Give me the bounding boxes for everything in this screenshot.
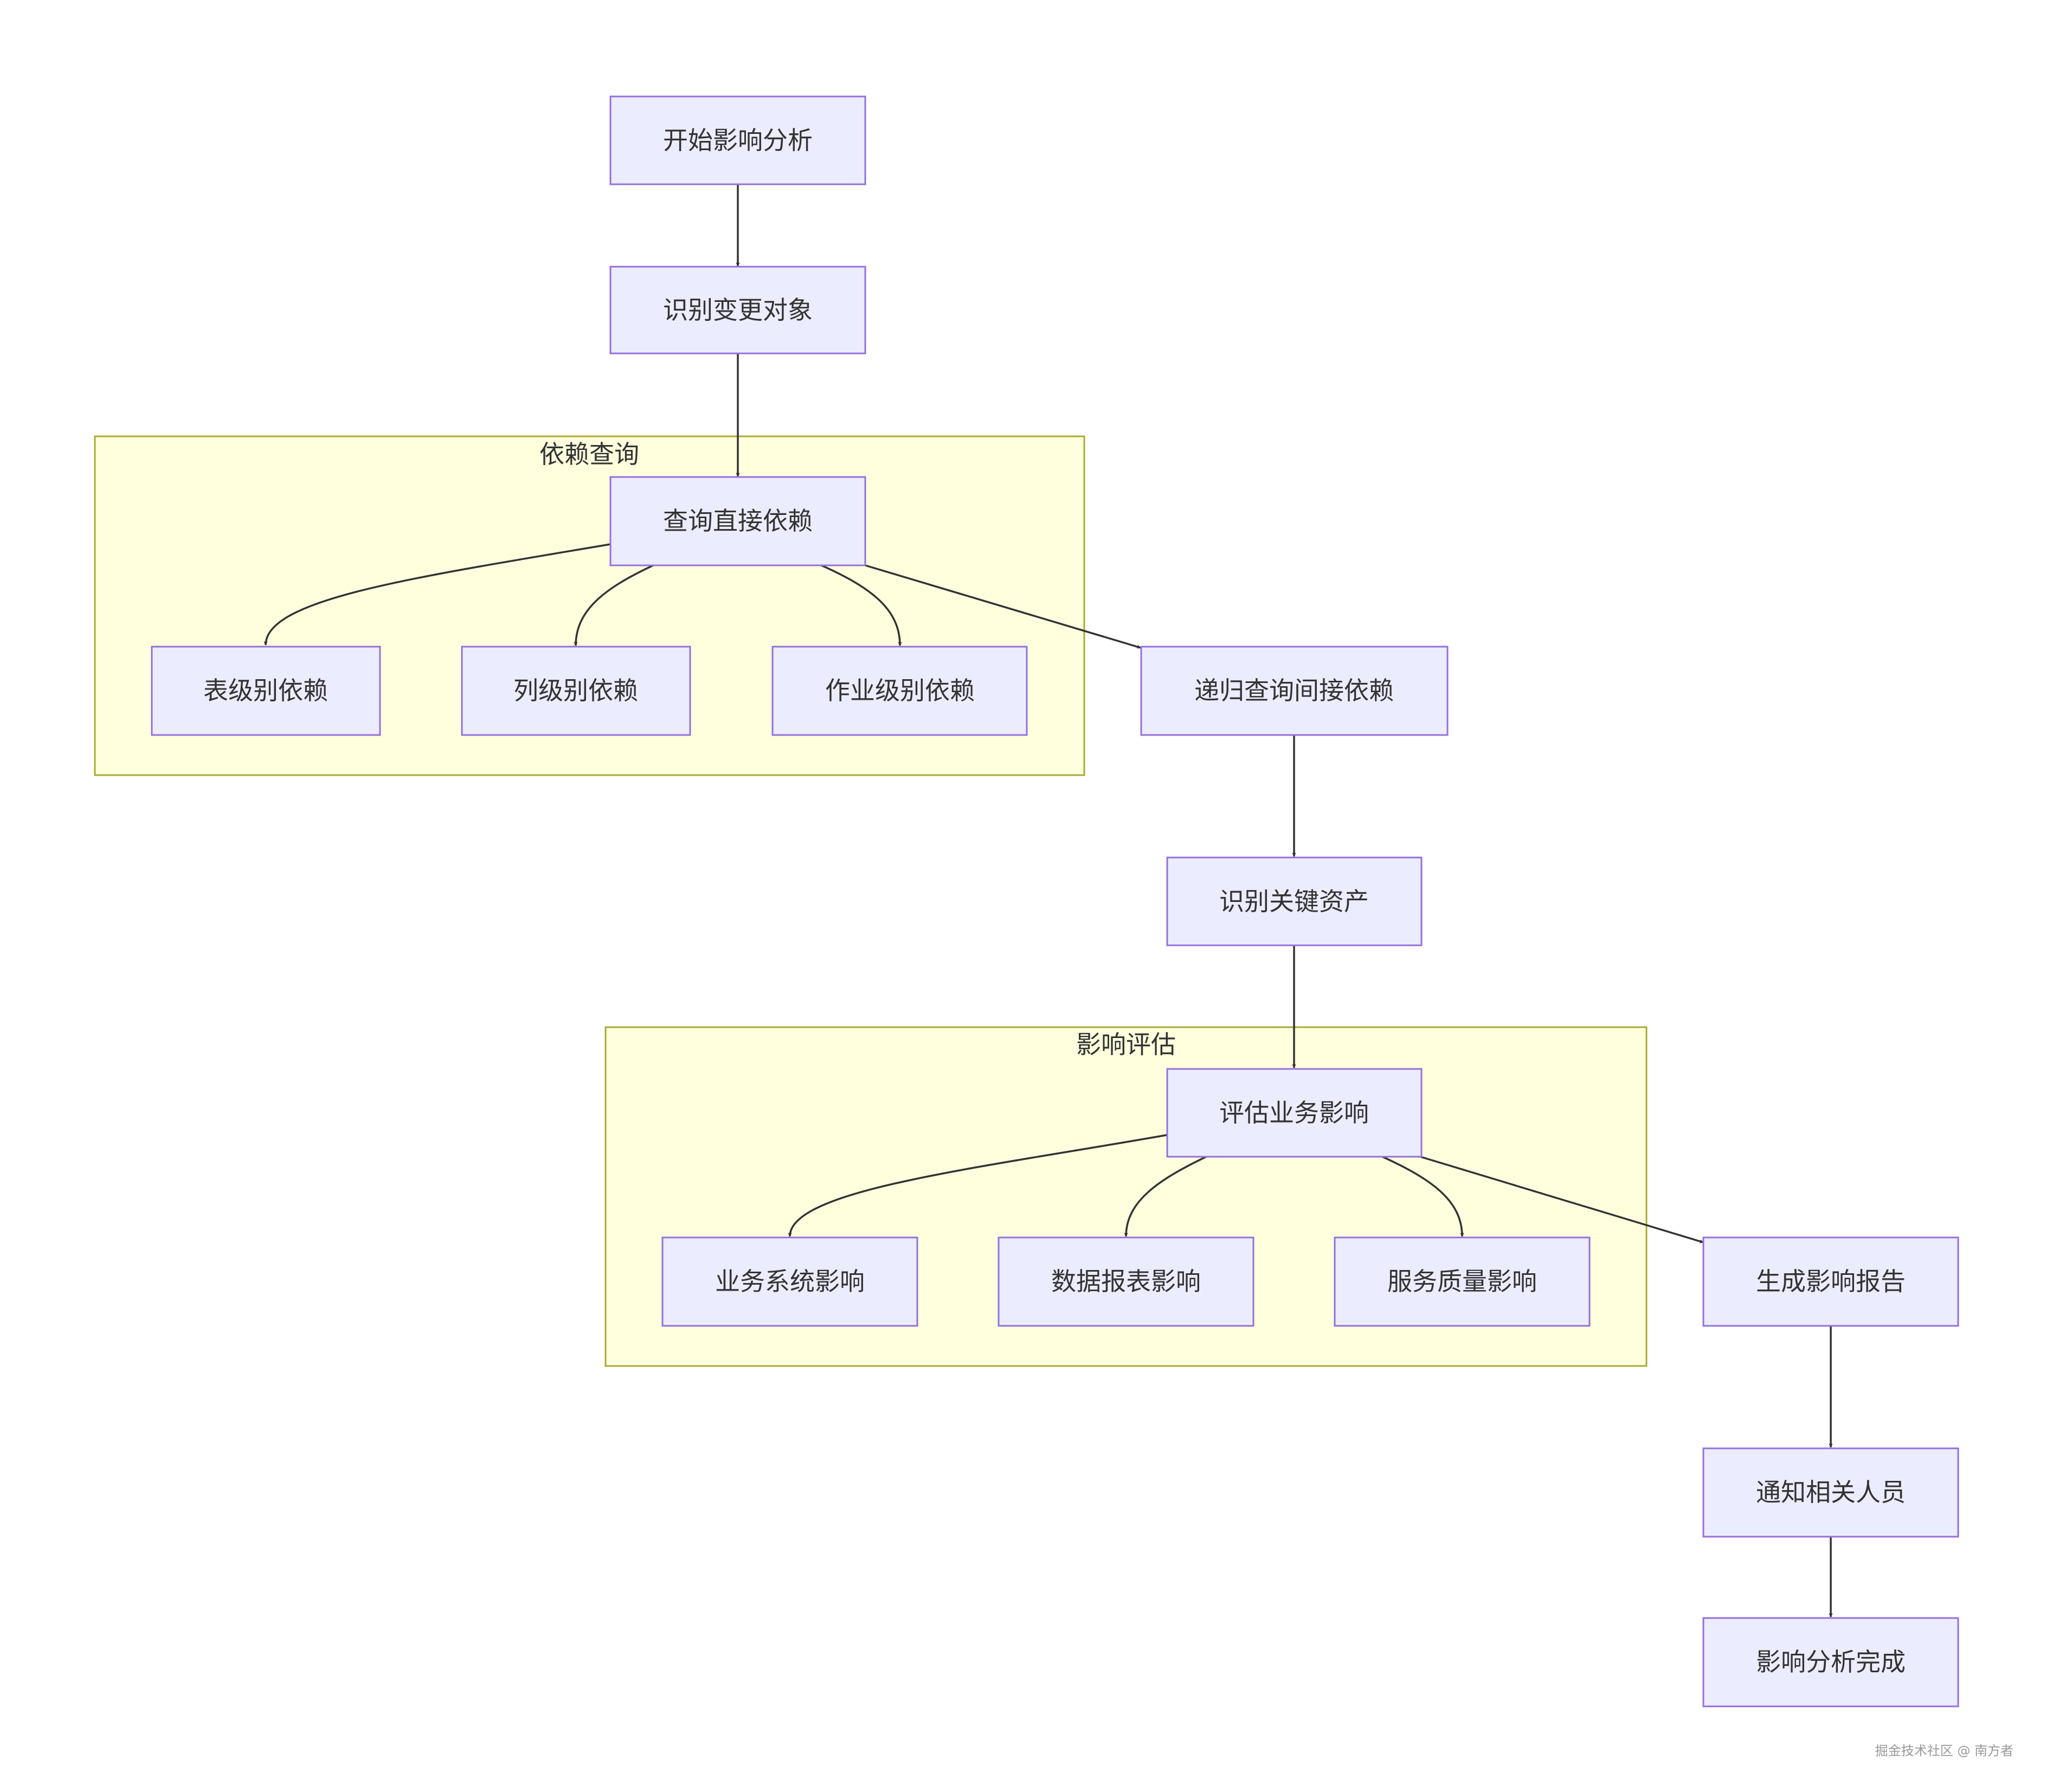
node-label-query-direct: 查询直接依赖 xyxy=(663,506,813,536)
node-label-identify-change: 识别变更对象 xyxy=(663,295,813,325)
node-label-service-quality: 服务质量影响 xyxy=(1387,1267,1537,1296)
node-job-level: 作业级别依赖 xyxy=(771,646,1028,736)
node-label-table-level: 表级别依赖 xyxy=(203,676,328,705)
edge-assess-business-to-service-quality xyxy=(1382,1156,1464,1237)
node-table-level: 表级别依赖 xyxy=(151,646,381,736)
edge-query-direct-to-column-level xyxy=(574,564,654,646)
node-identify-change: 识别变更对象 xyxy=(609,266,866,354)
node-generate-report: 生成影响报告 xyxy=(1702,1236,1959,1327)
node-label-generate-report: 生成影响报告 xyxy=(1756,1267,1906,1296)
node-recursive-indirect: 递归查询间接依赖 xyxy=(1140,646,1449,736)
edge-query-direct-to-recursive xyxy=(865,564,1141,649)
node-label-notify-people: 通知相关人员 xyxy=(1756,1478,1906,1507)
edges xyxy=(263,184,1833,1617)
node-column-level: 列级别依赖 xyxy=(461,646,691,736)
edge-query-direct-to-job-level xyxy=(821,564,902,646)
edge-assess-business-to-data-report xyxy=(1124,1156,1207,1237)
node-label-identify-assets: 识别关键资产 xyxy=(1219,887,1369,916)
node-label-assess-business: 评估业务影响 xyxy=(1219,1098,1369,1127)
node-label-data-report: 数据报表影响 xyxy=(1051,1267,1201,1296)
edge-assess-business-to-business-system xyxy=(788,1134,1167,1237)
node-label-business-system: 业务系统影响 xyxy=(715,1267,865,1296)
node-label-start: 开始影响分析 xyxy=(663,126,813,155)
node-service-quality: 服务质量影响 xyxy=(1334,1236,1591,1327)
node-complete: 影响分析完成 xyxy=(1702,1617,1959,1707)
edge-assess-business-to-generate-report xyxy=(1420,1156,1704,1243)
cluster-label-dependency-query: 依赖查询 xyxy=(539,440,639,469)
node-label-column-level: 列级别依赖 xyxy=(513,676,638,705)
node-notify-people: 通知相关人员 xyxy=(1702,1447,1959,1538)
node-label-recursive-indirect: 递归查询间接依赖 xyxy=(1194,676,1394,705)
node-query-direct: 查询直接依赖 xyxy=(609,476,866,566)
node-start: 开始影响分析 xyxy=(609,95,866,185)
watermark-text: 掘金技术社区 @ 南方者 xyxy=(1875,1743,2013,1758)
edge-query-direct-to-table-level xyxy=(263,543,611,646)
node-business-system: 业务系统影响 xyxy=(661,1236,918,1327)
node-identify-assets: 识别关键资产 xyxy=(1166,856,1423,946)
node-assess-business: 评估业务影响 xyxy=(1166,1068,1423,1158)
node-label-complete: 影响分析完成 xyxy=(1756,1647,1906,1677)
node-label-job-level: 作业级别依赖 xyxy=(825,676,975,705)
cluster-label-impact-assessment: 影响评估 xyxy=(1076,1030,1176,1059)
node-data-report: 数据报表影响 xyxy=(998,1236,1254,1327)
